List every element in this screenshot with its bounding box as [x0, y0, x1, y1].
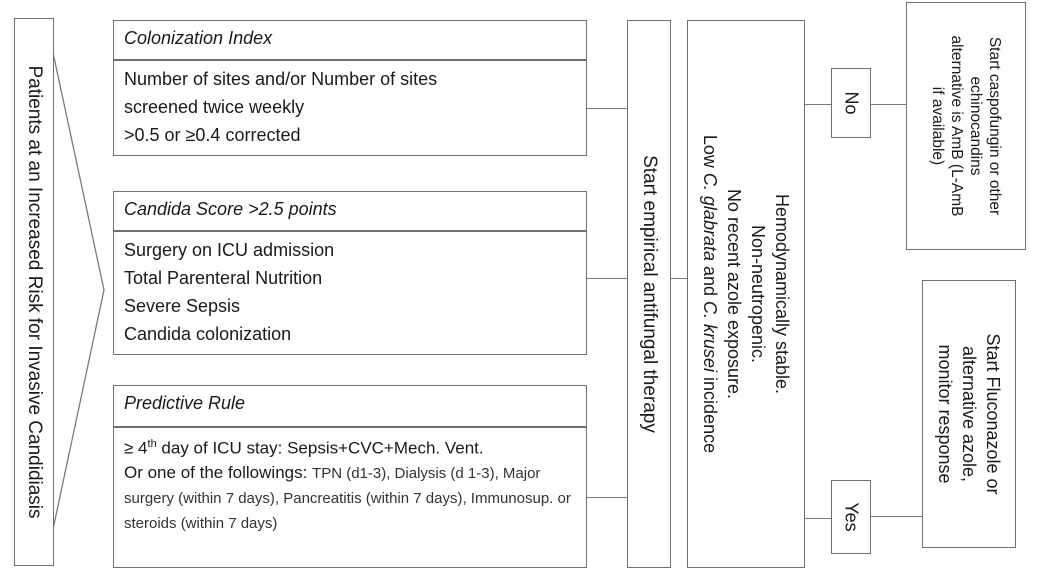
condition-4-species-2: C. krusei [700, 301, 720, 373]
no-outcome-line: Start caspofungin or other [986, 36, 1003, 216]
yes-outcome-line: Start Fluconazole or [983, 333, 1003, 495]
no-outcome-box: Start caspofungin or other echinocandins… [906, 2, 1026, 250]
connector-conditions-yes [805, 518, 831, 520]
condition-4-species-1: C. glabrata [700, 172, 720, 261]
no-label: No [841, 91, 862, 115]
rule-line1-suffix: day of ICU stay: Sepsis+CVC+Mech. Vent. [156, 438, 484, 458]
no-branch-box: No [831, 68, 871, 138]
predictive-rule-header: Predictive Rule [113, 385, 587, 427]
no-outcome-line: echinocandins [967, 76, 984, 176]
condition-1: Hemodynamically stable. [772, 193, 792, 395]
candida-criterion: Total Parenteral Nutrition [124, 268, 323, 288]
yes-label: Yes [841, 502, 862, 532]
condition-3: No recent azole exposure. [724, 188, 744, 400]
condition-2: Non-neutropenic. [748, 224, 768, 364]
condition-4: Low C. glabrata and C. krusei incidence [698, 135, 722, 453]
patients-arrow-shape [45, 19, 105, 563]
condition-4-mid: and [700, 260, 720, 302]
connector-candida [587, 278, 627, 280]
connector-empirical-conditions [671, 278, 687, 280]
connector-colonization [587, 108, 627, 110]
empirical-therapy-box: Start empirical antifungal therapy [627, 20, 671, 568]
colonization-header: Colonization Index [113, 20, 587, 60]
no-outcome-line: if available) [929, 86, 946, 166]
rule-line1-prefix: ≥ 4 [124, 438, 148, 458]
colonization-line: Number of sites and/or Number of sites [124, 69, 438, 89]
no-outcome-text: Start caspofungin or other echinocandins… [928, 36, 1004, 217]
yes-outcome-box: Start Fluconazole or alternative azole, … [922, 280, 1016, 548]
predictive-rule-body: ≥ 4th day of ICU stay: Sepsis+CVC+Mech. … [113, 427, 587, 568]
connector-rule [587, 497, 627, 499]
connector-conditions-no [805, 104, 831, 106]
candida-criterion: Candida colonization [124, 324, 292, 344]
condition-4-pre: Low [700, 134, 720, 173]
connector-yes-outcome [871, 516, 923, 518]
condition-4-post: incidence [700, 372, 720, 454]
candida-score-header: Candida Score >2.5 points [113, 191, 587, 231]
conditions-box: Hemodynamically stable. Non-neutropenic.… [687, 20, 805, 568]
yes-branch-box: Yes [831, 480, 871, 554]
colonization-line: >0.5 or ≥0.4 corrected [124, 125, 301, 145]
candida-criterion: Severe Sepsis [124, 296, 241, 316]
conditions-text: Hemodynamically stable. Non-neutropenic.… [698, 135, 794, 453]
yes-outcome-line: alternative azole, [959, 345, 979, 483]
colonization-line: screened twice weekly [124, 97, 305, 117]
no-outcome-line: alternative is AmB (L-AmB [948, 35, 965, 217]
rule-line2-rest: TPN (d1-3), Dialysis (d 1-3), Major surg… [124, 464, 571, 532]
patients-label: Patients at an Increased Risk for Invasi… [24, 65, 45, 519]
candida-score-body: Surgery on ICU admission Total Parentera… [113, 231, 587, 355]
patients-label-box: Patients at an Increased Risk for Invasi… [14, 18, 54, 566]
yes-outcome-line: monitor response [935, 344, 955, 484]
predictive-rule-line-1: ≥ 4th day of ICU stay: Sepsis+CVC+Mech. … [124, 432, 576, 461]
candida-criterion: Surgery on ICU admission [124, 240, 335, 260]
rule-line2-prefix: Or one of the followings: [124, 462, 313, 482]
empirical-therapy-label: Start empirical antifungal therapy [639, 155, 660, 433]
yes-outcome-text: Start Fluconazole or alternative azole, … [933, 333, 1005, 494]
predictive-rule-line-2: Or one of the followings: TPN (d1-3), Di… [124, 461, 576, 536]
colonization-body: Number of sites and/or Number of sites s… [113, 60, 587, 156]
connector-no-outcome [871, 104, 906, 106]
rule-line1-sup: th [147, 438, 157, 450]
